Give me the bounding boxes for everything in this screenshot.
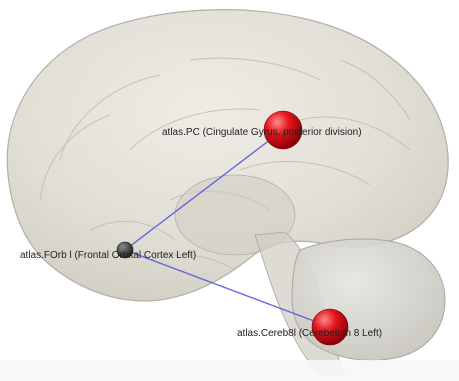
- node-label-forb: atlas.FOrb l (Frontal Orbital Cortex Lef…: [20, 250, 196, 261]
- watermark-shapes: [0, 360, 459, 381]
- cerebellum-shape: [292, 239, 445, 360]
- node-label-pc: atlas.PC (Cingulate Gyrus, posterior div…: [162, 127, 362, 138]
- node-cereb8[interactable]: [312, 309, 348, 345]
- node-label-cereb8: atlas.Cereb8l (Cerebelum 8 Left): [237, 328, 382, 339]
